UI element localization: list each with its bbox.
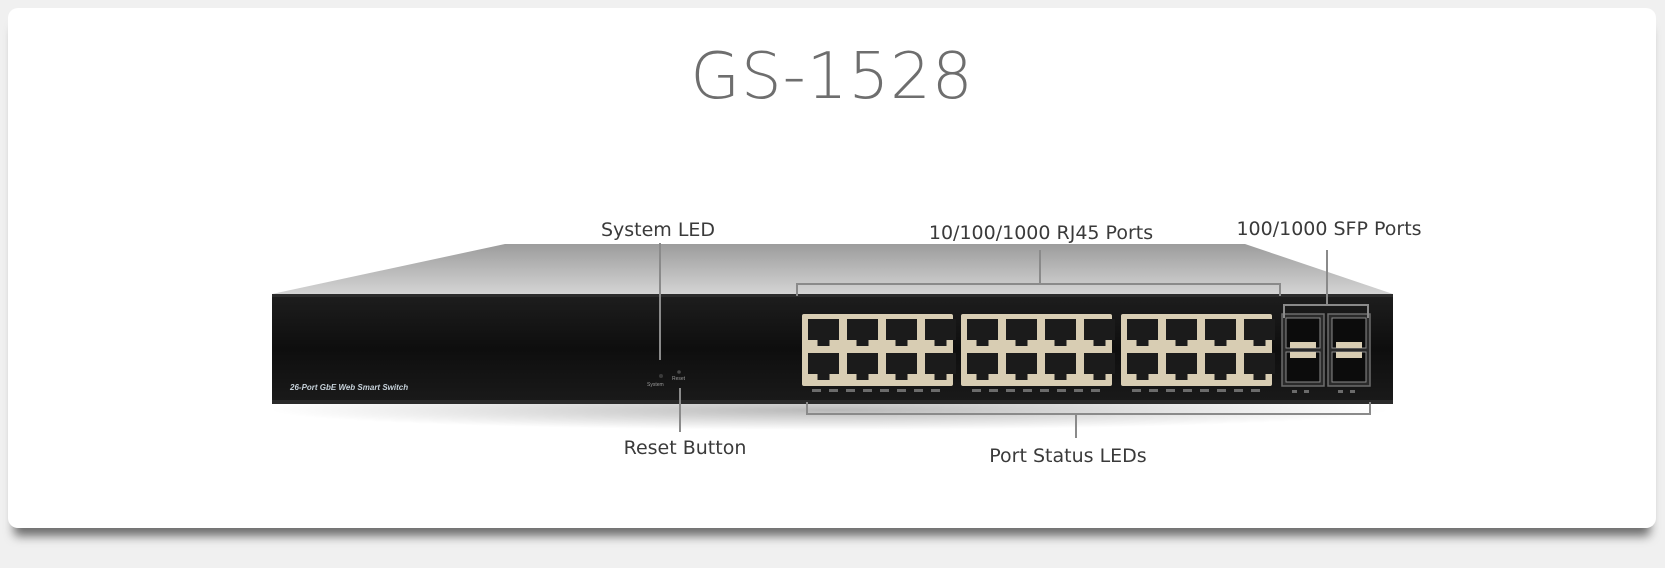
reset-button-label: Reset [672, 376, 686, 382]
rj45-port[interactable] [886, 319, 917, 346]
port-status-led [1006, 389, 1015, 392]
reset-button[interactable] [677, 370, 681, 374]
led-bracket [806, 402, 1371, 415]
port-status-led [880, 389, 889, 392]
port-status-led [846, 389, 855, 392]
sfp-latch [1290, 342, 1316, 348]
rj45-port[interactable] [925, 319, 956, 346]
port-status-led [897, 389, 906, 392]
port-status-led [1057, 389, 1066, 392]
port-status-led [914, 389, 923, 392]
rj45-port[interactable] [1045, 353, 1076, 380]
port-status-led [1091, 389, 1100, 392]
system-led-label: System [647, 382, 664, 388]
rj45-port[interactable] [1127, 319, 1158, 346]
sfp-ports-callout: 100/1000 SFP Ports [1236, 218, 1421, 240]
chassis-edge [272, 294, 1393, 297]
port-status-led [1074, 389, 1083, 392]
port-status-led-strip [812, 389, 1355, 393]
model-label: 26-Port GbE Web Smart Switch [289, 383, 408, 392]
sfp-latch [1336, 352, 1362, 358]
port-status-led [1200, 389, 1209, 392]
port-status-led [812, 389, 821, 392]
chassis-top [272, 244, 1393, 294]
port-status-led [931, 389, 940, 392]
port-status-led [1234, 389, 1243, 392]
port-status-led [1132, 389, 1141, 392]
rj45-port[interactable] [967, 353, 998, 380]
port-status-led [1023, 389, 1032, 392]
rj45-port[interactable] [886, 353, 917, 380]
port-status-led [1166, 389, 1175, 392]
port-status-led [863, 389, 872, 392]
rj45-port[interactable] [1244, 353, 1275, 380]
rj45-port[interactable] [1244, 319, 1275, 346]
rj45-port[interactable] [1166, 353, 1197, 380]
rj45-port[interactable] [847, 353, 878, 380]
system-led-callout: System LED [601, 219, 715, 241]
port-status-led [989, 389, 998, 392]
figure-title: GS-1528 [690, 40, 974, 114]
system-led [659, 374, 663, 378]
sfp-port-area [1281, 313, 1371, 387]
rj45-port[interactable] [1205, 353, 1236, 380]
rj45-port[interactable] [925, 353, 956, 380]
sfp-status-led [1304, 390, 1309, 393]
port-status-led [1251, 389, 1260, 392]
rj45-port[interactable] [1205, 319, 1236, 346]
port-status-led [1149, 389, 1158, 392]
rj45-port[interactable] [1166, 319, 1197, 346]
port-status-led [1040, 389, 1049, 392]
rj45-port[interactable] [967, 319, 998, 346]
rj45-port[interactable] [1084, 353, 1115, 380]
rj45-port[interactable] [847, 319, 878, 346]
rj45-port[interactable] [808, 353, 839, 380]
callout-lines [659, 243, 1371, 438]
rj45-ports-callout: 10/100/1000 RJ45 Ports [929, 222, 1153, 244]
rj45-port[interactable] [1045, 319, 1076, 346]
sfp-status-led [1350, 390, 1355, 393]
reset-button-callout: Reset Button [624, 437, 747, 459]
port-status-led [1183, 389, 1192, 392]
sfp-status-led [1338, 390, 1343, 393]
port-status-led [972, 389, 981, 392]
port-status-leds-callout: Port Status LEDs [989, 445, 1146, 467]
rj45-port[interactable] [1006, 353, 1037, 380]
chassis-bottom-edge [272, 400, 1393, 404]
rj45-port[interactable] [1127, 353, 1158, 380]
sfp-latch [1290, 352, 1316, 358]
rj45-port[interactable] [1084, 319, 1115, 346]
sfp-status-led [1292, 390, 1297, 393]
port-status-led [829, 389, 838, 392]
rj45-port-area [802, 314, 1275, 386]
port-status-led [1217, 389, 1226, 392]
rj45-bracket [796, 283, 1281, 296]
sfp-latch [1336, 342, 1362, 348]
rj45-port[interactable] [808, 319, 839, 346]
rj45-port[interactable] [1006, 319, 1037, 346]
